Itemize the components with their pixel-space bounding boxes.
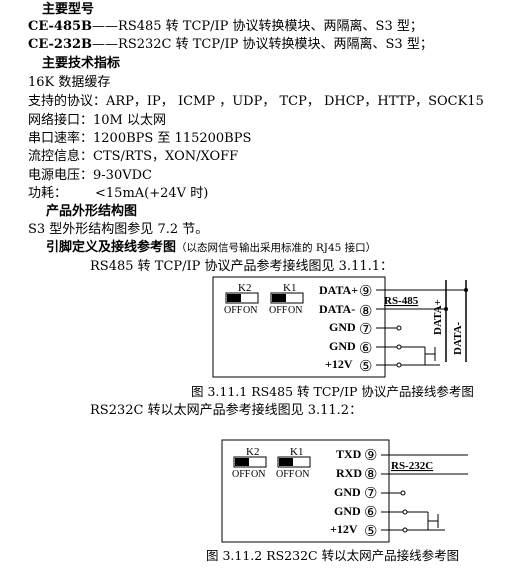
switch-off-label: OFF xyxy=(232,469,251,480)
module-box xyxy=(221,439,390,543)
model-dash: —— xyxy=(92,19,119,34)
pin-number: ⑧ xyxy=(364,467,377,483)
spec-power-label: 电源电压： xyxy=(28,168,94,183)
switch-k2 xyxy=(233,456,267,468)
fig1-caption: 图 3.11.1 RS485 转 TCP/IP 协议产品接线参考图 xyxy=(191,384,474,399)
switch-k1-knob xyxy=(272,294,286,302)
wiring xyxy=(376,289,466,366)
pin-label: DATA+ xyxy=(319,283,358,297)
spec-consumption: 功耗： <15mA(+24V 时) xyxy=(28,186,208,202)
rs232-bus-label: RS-232C xyxy=(391,460,433,472)
switch-k1 xyxy=(277,456,311,468)
spec-consumption-value: <15mA(+24V 时) xyxy=(95,186,209,201)
pin-label: DATA- xyxy=(319,302,355,316)
model-line-485: CE-485B——RS485 转 TCP/IP 协议转换模块、两隔离、S3 型； xyxy=(28,19,423,35)
spec-consumption-label: 功耗： xyxy=(28,186,68,201)
pin-number: ⑦ xyxy=(364,486,377,502)
switch-k1-knob xyxy=(279,458,293,466)
junction-dot xyxy=(444,307,448,311)
wiring xyxy=(381,454,468,531)
terminal-dot xyxy=(400,490,406,496)
switch-on-label: ON xyxy=(288,305,302,316)
outline-heading: 产品外形结构图 xyxy=(46,204,138,219)
pin-label: GND xyxy=(334,504,361,518)
switch-label-k2: K2 xyxy=(246,446,259,458)
switch-k2-knob xyxy=(227,294,241,302)
switch-k1 xyxy=(270,292,304,304)
pin-number: ⑨ xyxy=(359,284,372,300)
pin-heading-note: （以态网信号输出采用标准的 RJ45 接口） xyxy=(176,242,377,254)
pin-heading-line: 引脚定义及接线参考图（以态网信号输出采用标准的 RJ45 接口） xyxy=(46,240,376,256)
model-dash: —— xyxy=(92,37,119,52)
model-line-232: CE-232B——RS232C 转 TCP/IP 协议转换模块、两隔离、S3 型… xyxy=(28,37,433,53)
spec-flow: 流控信息：CTS/RTS，XON/XOFF xyxy=(28,149,239,164)
pin-number: ⑥ xyxy=(359,341,372,357)
pin-number: ⑦ xyxy=(359,322,372,338)
model-desc: RS485 转 TCP/IP 协议转换模块、两隔离、S3 型； xyxy=(118,19,423,34)
pin-number: ⑧ xyxy=(359,304,372,320)
pin-label: TXD xyxy=(336,447,362,461)
terminal-dot xyxy=(402,527,408,533)
module-box xyxy=(212,276,386,378)
pin-label: GND xyxy=(329,339,356,353)
spec-protocols: 支持的协议：ARP，IP， ICMP ，UDP， TCP， DHCP，HTTP，… xyxy=(28,94,484,109)
switch-label-k2: K2 xyxy=(238,282,251,294)
pin-number: ⑨ xyxy=(364,448,377,464)
pin-number: ⑥ xyxy=(364,505,377,521)
fig2-intro: RS232C 转以太网产品参考接线图见 3.11.2： xyxy=(90,403,363,418)
outline-text: S3 型外形结构图参见 7.2 节。 xyxy=(28,222,209,237)
pin-number: ⑤ xyxy=(364,524,377,540)
spec-buffer: 16K 数据缓存 xyxy=(28,75,111,90)
spec-power: 电源电压：9-30VDC xyxy=(28,168,152,184)
tech-heading: 主要技术指标 xyxy=(42,56,121,71)
spec-network: 网络接口：10M 以太网 xyxy=(28,113,166,128)
model-desc: RS232C 转 TCP/IP 协议转换模块、两隔离、S3 型； xyxy=(118,37,433,52)
terminal-dot xyxy=(396,325,402,331)
pin-label: GND xyxy=(329,320,356,334)
spec-power-value: 9-30VDC xyxy=(93,168,152,183)
main-models-heading: 主要型号 xyxy=(42,2,95,17)
spec-baud: 串口速率：1200BPS 至 115200BPS xyxy=(28,131,252,146)
switch-on-label: ON xyxy=(251,469,265,480)
switch-off-label: OFF xyxy=(276,469,295,480)
pin-label: +12V xyxy=(330,522,358,536)
switch-off-label: OFF xyxy=(224,305,243,316)
junction-dot xyxy=(464,288,468,292)
rs485-bus-label: RS-485 xyxy=(384,295,419,307)
terminal-dot xyxy=(402,509,408,515)
switch-k2 xyxy=(225,292,259,304)
switch-on-label: ON xyxy=(243,305,257,316)
fig2-caption: 图 3.11.2 RS232C 转以太网产品接线参考图 xyxy=(206,548,460,563)
terminal-dot xyxy=(396,362,402,368)
model-code: CE-232B xyxy=(28,37,93,52)
model-code: CE-485B xyxy=(28,19,93,34)
bus-vertical-label: DATA+ xyxy=(432,299,444,335)
pin-number: ⑤ xyxy=(359,359,372,375)
switch-on-label: ON xyxy=(295,469,309,480)
bus-vertical-label: DATA- xyxy=(452,321,464,355)
switch-off-label: OFF xyxy=(269,305,288,316)
pin-label: RXD xyxy=(336,466,362,480)
pin-heading: 引脚定义及接线参考图 xyxy=(46,240,177,255)
switch-k2-knob xyxy=(235,458,249,466)
pin-label: +12V xyxy=(325,357,353,371)
fig1-intro: RS485 转 TCP/IP 协议产品参考接线图见 3.11.1： xyxy=(90,259,394,274)
switch-label-k1: K1 xyxy=(290,446,303,458)
switch-label-k1: K1 xyxy=(283,282,296,294)
pin-label: GND xyxy=(334,485,361,499)
terminal-dot xyxy=(396,344,402,350)
